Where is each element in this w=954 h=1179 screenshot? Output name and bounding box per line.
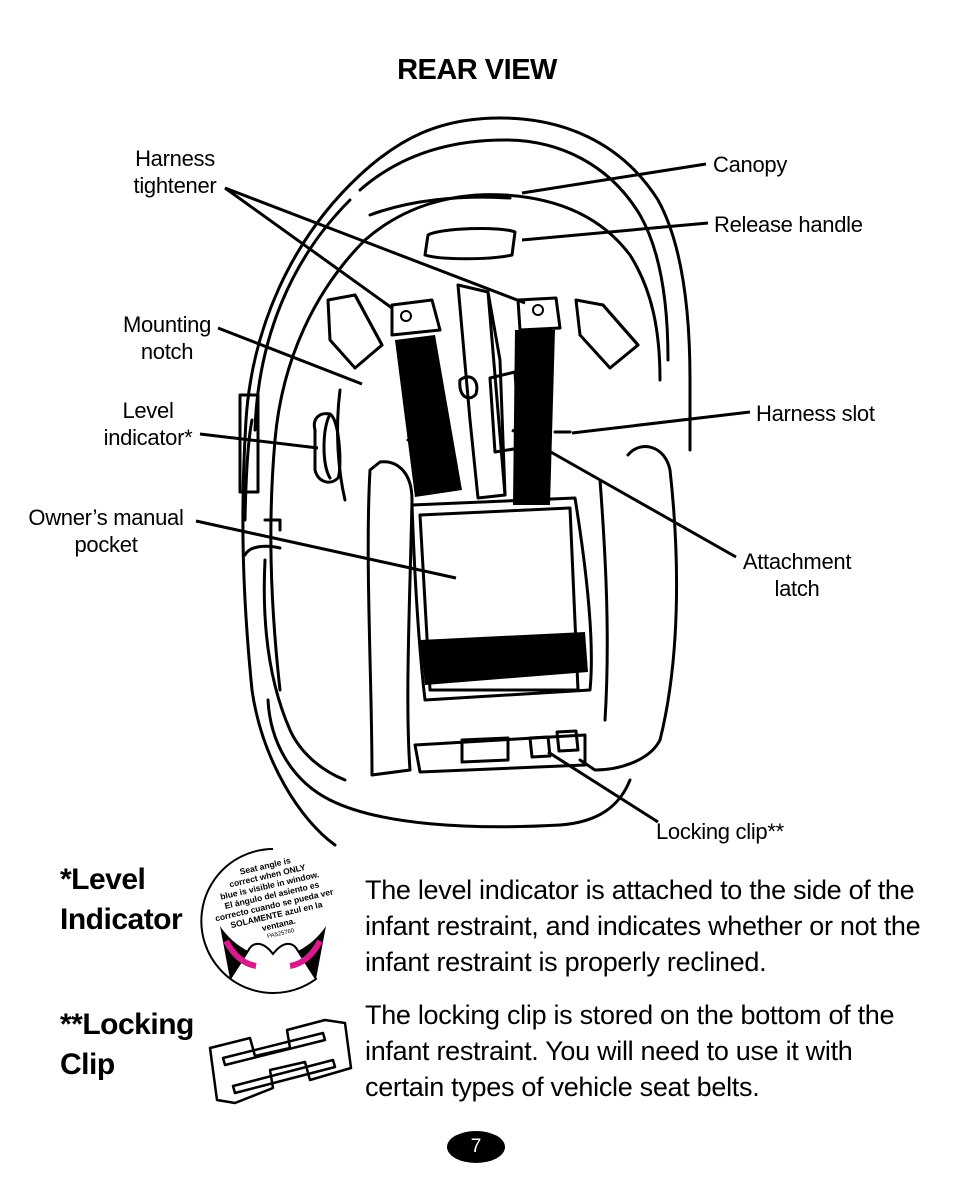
callout-owners-manual-pocket: Owner’s manual pocket — [28, 505, 184, 557]
leader-owners-manual-pocket — [195, 519, 457, 580]
locking-clip-heading: **Locking Clip — [60, 1008, 194, 1081]
level-indicator-dial: Seat angle is correct when ONLY blue is … — [198, 846, 348, 996]
release-handle-shape — [423, 226, 517, 261]
page-number-badge: 7 — [447, 1131, 505, 1163]
dial-left-arrow — [223, 939, 257, 969]
callout-attachment-latch: Attachment latch — [742, 549, 852, 601]
canopy-outline — [241, 116, 692, 847]
locking-clip-description: The locking clip is stored on the bottom… — [365, 1000, 895, 1102]
leader-harness-tightener-right — [224, 186, 526, 305]
pocket-strap — [420, 632, 588, 685]
leader-level-indicator — [199, 432, 319, 450]
callout-mounting-notch: Mounting notch — [122, 312, 212, 364]
page-title: REAR VIEW — [397, 54, 557, 86]
locking-clip-icon — [205, 1008, 353, 1108]
dial-right-arrow — [289, 939, 323, 969]
callout-harness-slot: Harness slot — [756, 401, 875, 426]
leader-release-handle — [521, 221, 709, 242]
callout-harness-tightener: Harness tightener — [133, 146, 217, 198]
leader-locking-clip — [547, 750, 659, 824]
level-indicator-heading: *Level Indicator — [60, 863, 183, 936]
callout-locking-clip: Locking clip** — [656, 819, 784, 844]
level-indicator-description: The level indicator is attached to the s… — [365, 875, 921, 977]
leader-mounting-notch — [217, 326, 363, 386]
callout-canopy: Canopy — [713, 152, 788, 177]
leader-attachment-latch — [511, 428, 737, 559]
callout-release-handle: Release handle — [714, 212, 863, 237]
left-harness-strap — [395, 335, 462, 497]
callout-level-indicator: Level indicator* — [103, 398, 193, 450]
leader-harness-tightener-left — [224, 186, 393, 310]
leader-canopy — [521, 162, 707, 195]
owners-manual-pocket-shape — [410, 496, 593, 702]
leader-harness-slot — [571, 410, 751, 435]
right-harness-strap — [513, 330, 555, 505]
